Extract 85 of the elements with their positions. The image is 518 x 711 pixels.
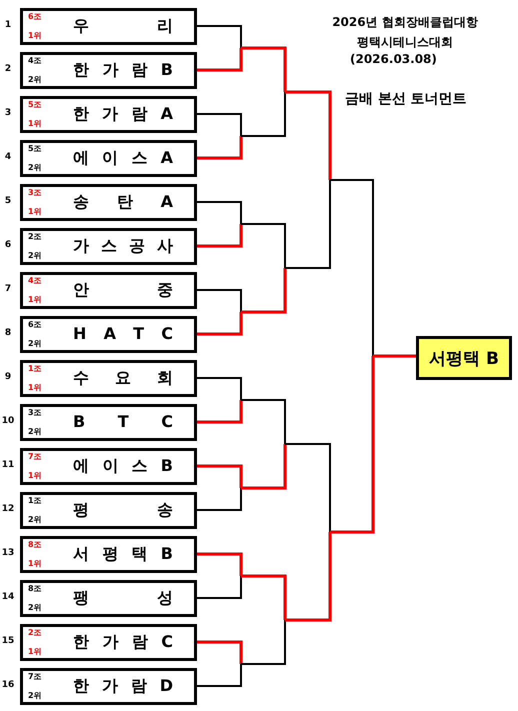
team-name: 안 중 <box>73 279 173 301</box>
group-label: 7조 <box>28 672 42 682</box>
team-box <box>20 272 197 309</box>
rank-label: 2위 <box>28 75 42 85</box>
team-name: 팽 성 <box>73 587 173 609</box>
team-name: 평 송 <box>73 499 173 521</box>
rank-label: 1위 <box>28 471 42 481</box>
team-box <box>20 96 197 133</box>
group-label: 1조 <box>28 364 42 374</box>
team-box <box>20 228 197 265</box>
seed-number: 10 <box>0 416 16 426</box>
group-label: 7조 <box>28 452 42 462</box>
group-label: 8조 <box>28 584 42 594</box>
team-box <box>20 448 197 485</box>
team-box <box>20 536 197 573</box>
rank-label: 1위 <box>28 383 42 393</box>
team-name: 가 스 공 사 <box>73 235 173 257</box>
seed-number: 8 <box>4 328 12 338</box>
team-name: 수 요 회 <box>73 367 173 389</box>
team-name: H A T C <box>73 323 173 345</box>
rank-label: 2위 <box>28 427 42 437</box>
team-name: B T C <box>73 411 173 433</box>
group-label: 3조 <box>28 188 42 198</box>
seed-number: 12 <box>0 504 16 514</box>
seed-number: 9 <box>4 372 12 382</box>
group-label: 3조 <box>28 408 42 418</box>
group-label: 6조 <box>28 320 42 330</box>
team-box <box>20 360 197 397</box>
winner-name: 서평택 B <box>429 348 499 370</box>
team-box <box>20 404 197 441</box>
seed-number: 6 <box>4 240 12 250</box>
team-name: 서 평 택 B <box>73 543 173 565</box>
team-name: 한 가 람 B <box>73 59 173 81</box>
seed-number: 11 <box>0 460 16 470</box>
seed-number: 1 <box>4 20 12 30</box>
seed-number: 5 <box>4 196 12 206</box>
seed-number: 14 <box>0 592 16 602</box>
team-name: 우 리 <box>73 15 173 37</box>
date-label: (2026.03.08) <box>350 52 437 66</box>
team-name: 한 가 람 C <box>73 631 173 653</box>
rank-label: 2위 <box>28 515 42 525</box>
subtitle: 금배 본선 토너먼트 <box>345 90 467 108</box>
team-box <box>20 8 197 45</box>
rank-label: 2위 <box>28 691 42 701</box>
seed-number: 13 <box>0 548 16 558</box>
seed-number: 3 <box>4 108 12 118</box>
team-name: 한 가 람 A <box>73 103 173 125</box>
team-name: 에 이 스 A <box>73 147 173 169</box>
team-box <box>20 492 197 529</box>
group-label: 1조 <box>28 496 42 506</box>
group-label: 4조 <box>28 56 42 66</box>
rank-label: 1위 <box>28 31 42 41</box>
team-box <box>20 184 197 221</box>
rank-label: 1위 <box>28 207 42 217</box>
seed-number: 16 <box>0 680 16 690</box>
seed-number: 15 <box>0 636 16 646</box>
rank-label: 1위 <box>28 647 42 657</box>
group-label: 6조 <box>28 12 42 22</box>
team-name: 송 탄 A <box>73 191 173 213</box>
seed-number: 2 <box>4 64 12 74</box>
team-name: 에 이 스 B <box>73 455 173 477</box>
rank-label: 2위 <box>28 251 42 261</box>
rank-label: 2위 <box>28 339 42 349</box>
group-label: 4조 <box>28 276 42 286</box>
group-label: 2조 <box>28 232 42 242</box>
team-box <box>20 316 197 353</box>
team-box <box>20 52 197 89</box>
rank-label: 2위 <box>28 163 42 173</box>
group-label: 2조 <box>28 628 42 638</box>
group-label: 5조 <box>28 100 42 110</box>
title: 2026년 협회장배클럽대항 평택시테니스대회 <box>331 14 479 51</box>
rank-label: 1위 <box>28 119 42 129</box>
rank-label: 1위 <box>28 295 42 305</box>
seed-number: 7 <box>4 284 12 294</box>
group-label: 8조 <box>28 540 42 550</box>
team-box <box>20 624 197 661</box>
seed-number: 4 <box>4 152 12 162</box>
team-name: 한 가 람 D <box>73 675 173 697</box>
winner-box <box>416 336 512 380</box>
rank-label: 2위 <box>28 603 42 613</box>
group-label: 5조 <box>28 144 42 154</box>
rank-label: 1위 <box>28 559 42 569</box>
team-box <box>20 140 197 177</box>
team-box <box>20 668 197 705</box>
team-box <box>20 580 197 617</box>
